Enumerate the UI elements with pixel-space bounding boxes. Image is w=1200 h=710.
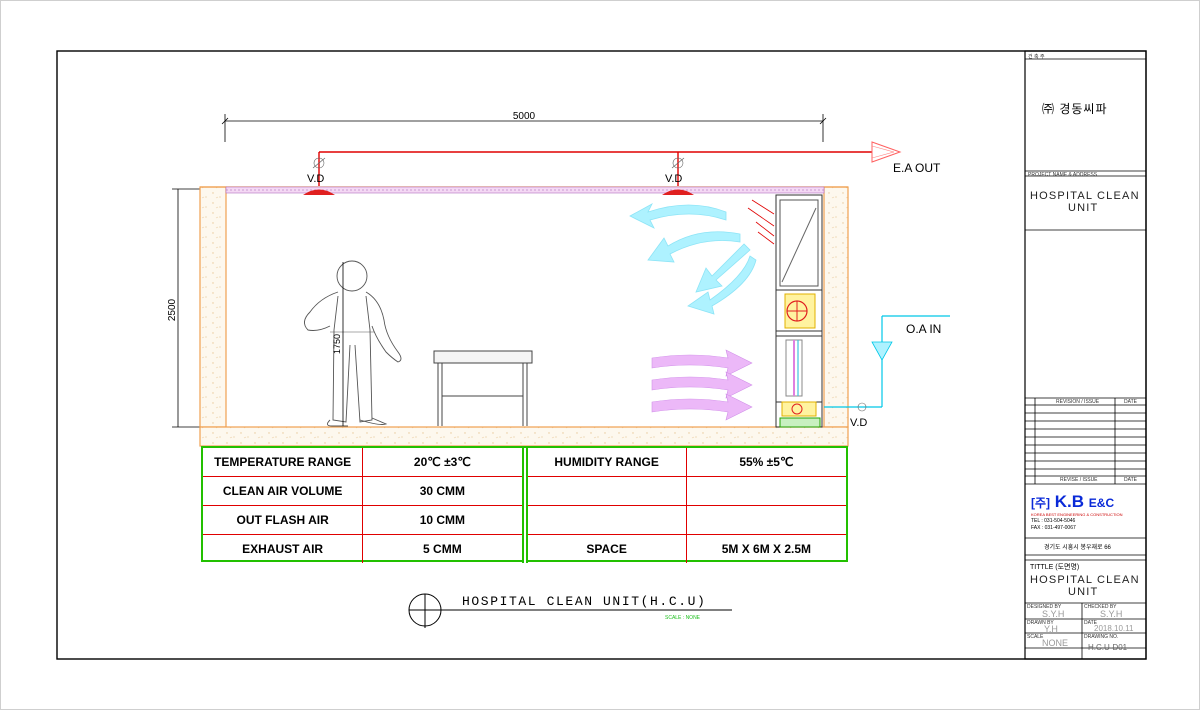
spec-value: [685, 476, 846, 506]
logo-suffix: E&C: [1088, 496, 1115, 510]
tittle-line1: HOSPITAL CLEAN: [1030, 574, 1140, 586]
drawing-title: HOSPITAL CLEAN UNIT(H.C.U): [462, 594, 706, 609]
company-logo: [주] K.B E&C: [1031, 492, 1114, 512]
project-name-line2: UNIT: [1068, 202, 1099, 214]
spec-value: 5M X 6M X 2.5M: [685, 534, 846, 563]
supply-airflow-arrows: [629, 203, 757, 315]
spec-value: [685, 505, 846, 535]
table-row: CLEAN AIR VOLUME 30 CMM: [203, 476, 846, 506]
logo-prefix: [주]: [1031, 496, 1051, 510]
company-fax: FAX : 031-497-0067: [1031, 525, 1076, 531]
dim-width-label: 5000: [513, 111, 536, 122]
designed-value: S.Y.H: [1042, 609, 1065, 619]
revision-footer-date: DATE: [1124, 477, 1137, 483]
spec-table: TEMPERATURE RANGE 20℃ ±3℃ HUMIDITY RANGE…: [201, 446, 848, 563]
tittle-header: TITTLE (도면명): [1030, 564, 1080, 571]
spec-label: [526, 505, 687, 535]
oa-in-label: O.A IN: [906, 322, 941, 336]
spec-value: 20℃ ±3℃: [362, 448, 523, 477]
exhaust-duct: [318, 151, 872, 186]
date-value: 2018.10.11: [1094, 624, 1134, 633]
dwgno-header: DRAWING NO.: [1084, 634, 1119, 640]
drawn-value: Y.H: [1044, 624, 1058, 634]
left-wall: [199, 186, 227, 428]
oa-damper-icon: [857, 402, 867, 412]
spec-value: 10 CMM: [362, 505, 523, 535]
oa-duct: [824, 315, 950, 408]
dimension-width: [221, 114, 827, 142]
client-name: ㈜ 경동씨파: [1042, 102, 1108, 116]
date-header: DATE: [1084, 620, 1097, 626]
table-row: OUT FLASH AIR 10 CMM: [203, 505, 846, 535]
spec-value: 5 CMM: [362, 534, 523, 563]
title-block-grid: [1025, 58, 1146, 659]
right-wall: [823, 186, 849, 428]
hcu-grille: [747, 199, 775, 245]
scale-value: NONE: [1042, 638, 1069, 648]
vd-label-left: V.D: [307, 173, 324, 185]
oa-filter-icon: [871, 341, 893, 361]
designed-header: DESIGNED BY: [1027, 604, 1062, 610]
spec-label: TEMPERATURE RANGE: [203, 448, 364, 477]
revision-footer: REVISE / ISSUE: [1060, 477, 1098, 483]
company-address: 경기도 시흥시 봉우재로 66: [1044, 545, 1111, 551]
project-name-line1: HOSPITAL CLEAN: [1030, 190, 1140, 202]
drawn-header: DRAWN BY: [1027, 620, 1054, 626]
scale-header: SCALE: [1027, 634, 1044, 640]
floor-slab: [199, 426, 849, 447]
exhaust-grille-right: [662, 157, 694, 195]
company-contact: TEL : 031-504-5046 FAX : 031-497-0067: [1031, 518, 1076, 532]
return-airflow-arrows: [651, 349, 753, 421]
spec-value: 55% ±5℃: [685, 448, 846, 477]
client-header: 건 축 주: [1028, 54, 1045, 60]
exhaust-grille-left: [303, 157, 335, 195]
title-block-border: [1024, 50, 1147, 660]
scale-note: SCALE : NONE: [665, 615, 701, 621]
spec-label: HUMIDITY RANGE: [526, 448, 687, 477]
ea-out-label: E.A OUT: [893, 161, 941, 175]
project-header: PROJECT NAME & ADDRESS: [1028, 172, 1098, 178]
ea-out-arrow-icon: [871, 141, 902, 163]
dim-person-label: 1750: [332, 334, 342, 354]
dwgno-value: H.C.U-D01: [1088, 643, 1128, 652]
logo-subtitle: KOREA BEST ENGINEERING & CONSTRUCTION: [1031, 512, 1123, 517]
table-furniture: [433, 350, 533, 426]
spec-label: EXHAUST AIR: [203, 534, 364, 563]
spec-label: SPACE: [526, 534, 687, 563]
spec-label: CLEAN AIR VOLUME: [203, 476, 364, 506]
spec-label: [526, 476, 687, 506]
checked-value: S.Y.H: [1100, 609, 1123, 619]
spec-value: 30 CMM: [362, 476, 523, 506]
vd-label-oa: V.D: [850, 417, 867, 429]
checked-header: CHECKED BY: [1084, 604, 1117, 610]
table-row: TEMPERATURE RANGE 20℃ ±3℃ HUMIDITY RANGE…: [203, 448, 846, 477]
tittle-line2: UNIT: [1068, 586, 1099, 598]
table-row: EXHAUST AIR 5 CMM SPACE 5M X 6M X 2.5M: [203, 534, 846, 563]
logo-main: K.B: [1054, 492, 1085, 511]
spec-label: OUT FLASH AIR: [203, 505, 364, 535]
hcu-unit: [775, 194, 823, 428]
title-callout-symbol: [408, 593, 732, 628]
revision-date-header: DATE: [1124, 399, 1137, 405]
vd-label-right: V.D: [665, 173, 682, 185]
revision-header: REVISION / ISSUE: [1056, 399, 1100, 405]
company-tel: TEL : 031-504-5046: [1031, 518, 1076, 524]
person-figure: [304, 260, 402, 427]
dimension-height: [172, 188, 200, 428]
dim-height-label: 2500: [167, 298, 178, 321]
